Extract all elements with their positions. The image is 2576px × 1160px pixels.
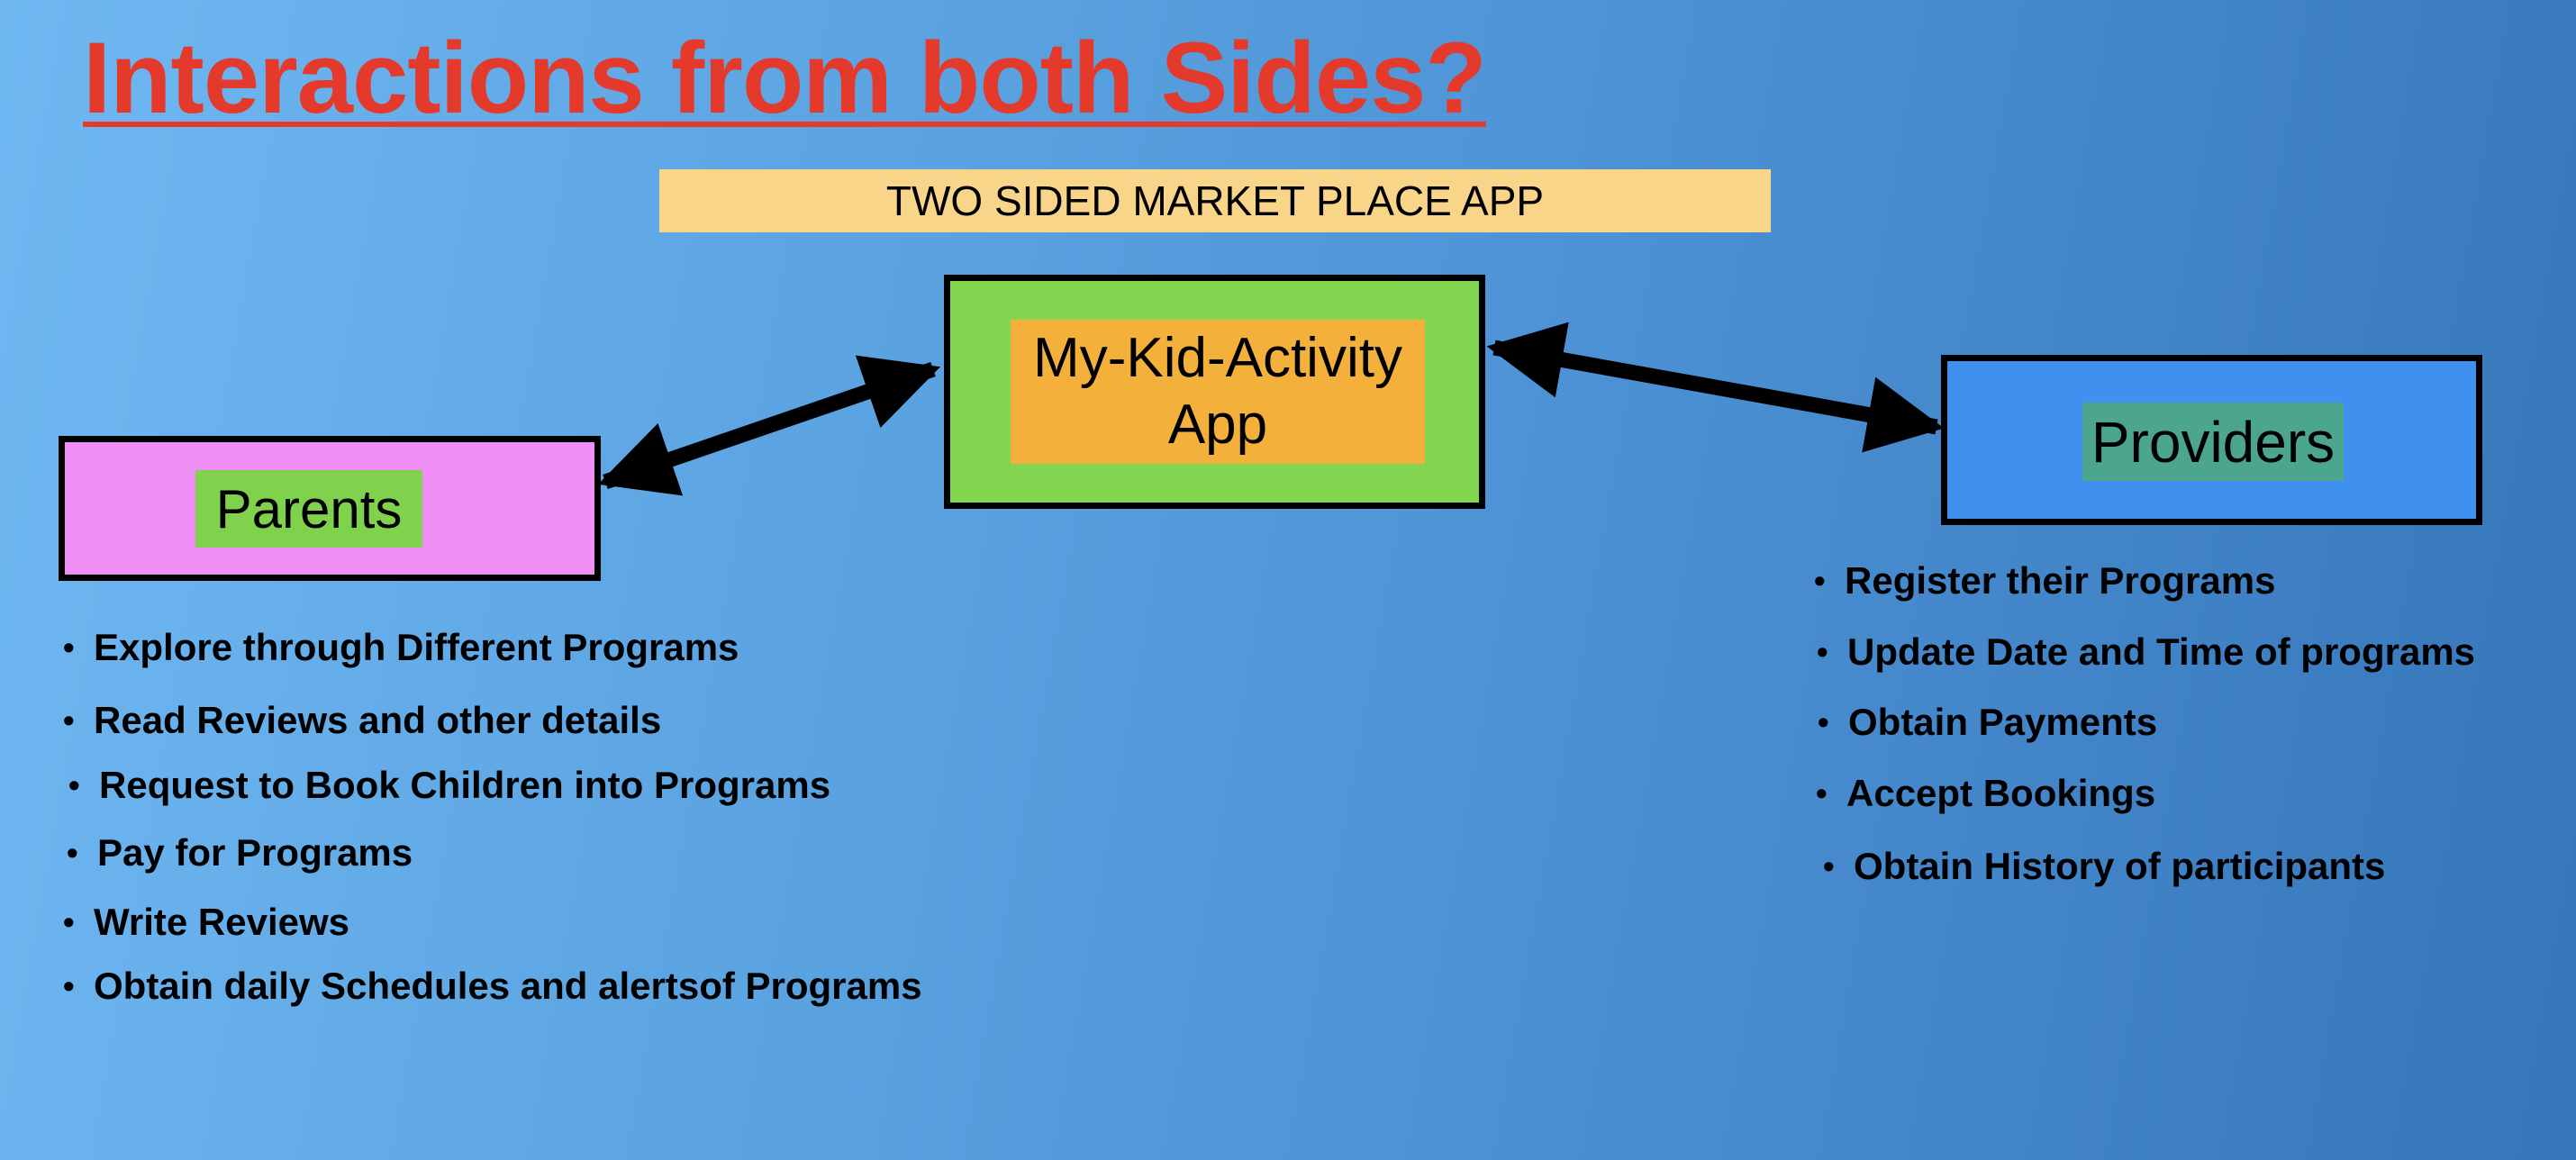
bullet-icon: • xyxy=(68,766,80,803)
parents-box: Parents xyxy=(59,436,601,581)
list-item: •Accept Bookings xyxy=(1816,772,2156,814)
list-item: •Write Reviews xyxy=(63,901,350,943)
parents-label: Parents xyxy=(195,470,422,548)
bullet-icon: • xyxy=(63,629,75,666)
app-box: My-Kid-Activity App xyxy=(944,275,1485,509)
list-item: •Obtain Payments xyxy=(1818,701,2158,743)
providers-box: Providers xyxy=(1941,355,2482,525)
list-item: •Request to Book Children into Programs xyxy=(68,764,831,806)
list-item: •Obtain History of participants xyxy=(1823,845,2386,887)
slide-title: Interactions from both Sides? xyxy=(83,22,1487,134)
market-banner: TWO SIDED MARKET PLACE APP xyxy=(659,169,1771,232)
bullet-icon: • xyxy=(1818,703,1829,740)
list-item: •Explore through Different Programs xyxy=(63,626,739,668)
bullet-icon: • xyxy=(63,903,75,940)
bullet-icon: • xyxy=(1817,633,1828,670)
list-item: •Update Date and Time of programs xyxy=(1817,630,2476,673)
list-item: •Obtain daily Schedules and alertsof Pro… xyxy=(63,965,922,1007)
bullet-icon: • xyxy=(67,834,78,871)
bullet-icon: • xyxy=(63,967,75,1004)
bullet-icon: • xyxy=(1816,775,1828,811)
providers-label: Providers xyxy=(2082,403,2344,481)
list-item: •Read Reviews and other details xyxy=(63,699,662,741)
app-label: My-Kid-Activity App xyxy=(1011,320,1425,464)
bullet-icon: • xyxy=(63,702,75,739)
bullet-icon: • xyxy=(1823,847,1835,884)
app-providers-arrow xyxy=(1486,322,1945,453)
parents-app-arrow xyxy=(597,355,941,496)
list-item: •Register their Programs xyxy=(1814,559,2276,602)
list-item: •Pay for Programs xyxy=(67,831,413,874)
bullet-icon: • xyxy=(1814,562,1826,599)
